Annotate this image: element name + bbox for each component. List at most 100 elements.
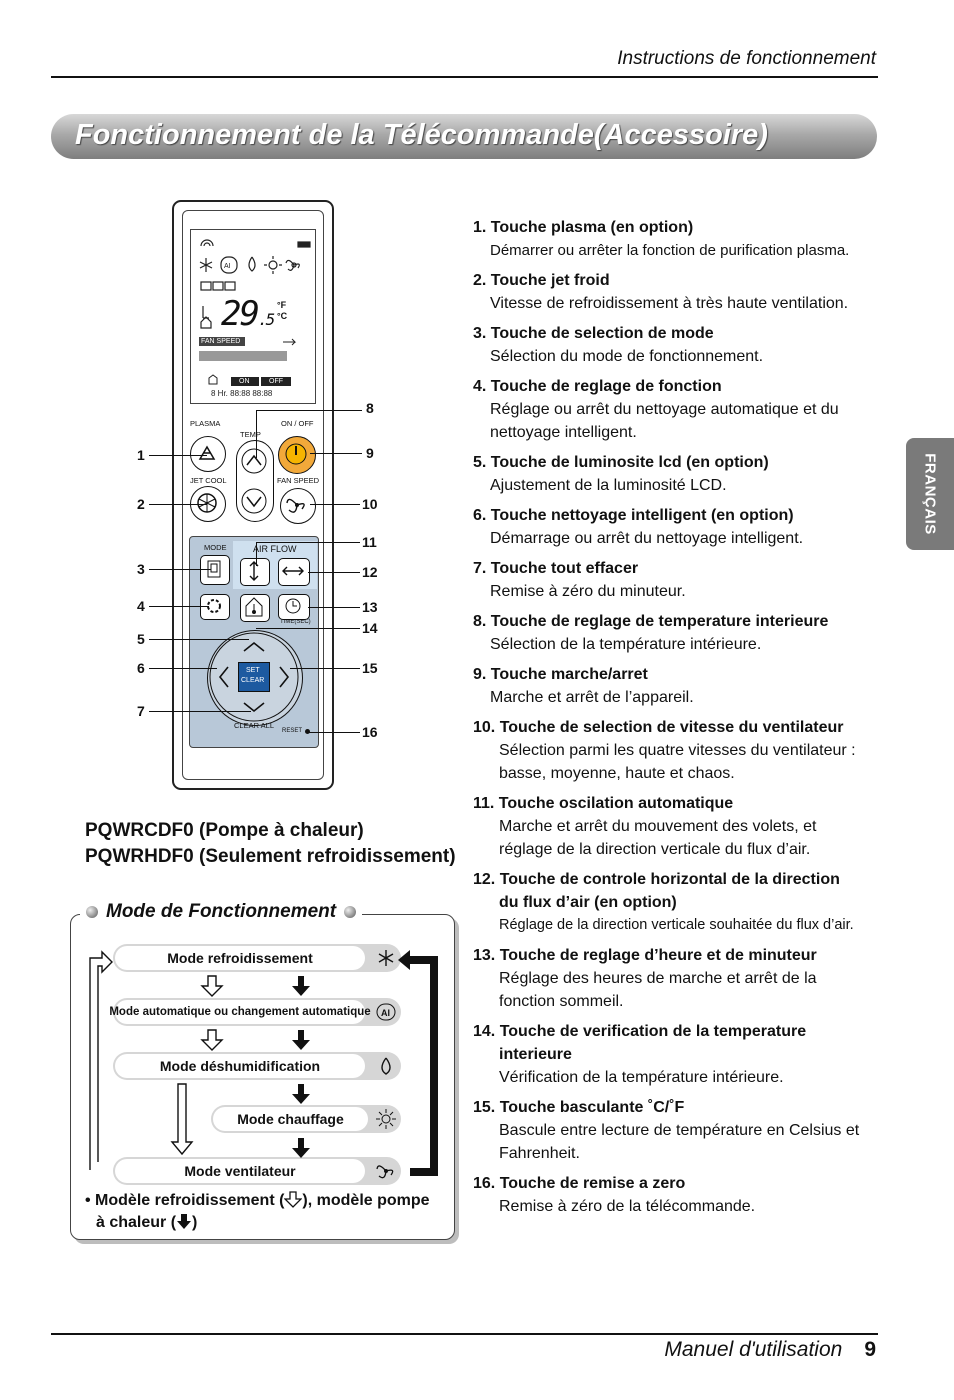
- list-item: 10. Touche de selection de vitesse du ve…: [473, 716, 873, 785]
- lcd-on-label: ON: [239, 378, 250, 385]
- note-part-a: • Modèle refroidissement (: [85, 1192, 285, 1209]
- lcd-graphics: AI 8 Hr. 88:88 88:88: [199, 239, 311, 398]
- callout-14: 14: [362, 620, 378, 636]
- leader-7: [149, 711, 251, 712]
- item-desc: Démarrer ou arrêter la fonction de purif…: [490, 242, 850, 259]
- fan-icon: [376, 1165, 394, 1179]
- sun-icon: [376, 1109, 396, 1129]
- mode-button[interactable]: [200, 555, 230, 585]
- temp-rocker[interactable]: [236, 440, 274, 522]
- label-plasma: PLASMA: [190, 419, 221, 428]
- leader-8-drop: [256, 410, 257, 458]
- item-desc: Sélection du mode de fonctionnement.: [490, 348, 764, 365]
- mode-note: • Modèle refroidissement (), modèle pomp…: [85, 1190, 445, 1234]
- item-desc: Remise à zéro du minuteur.: [490, 583, 686, 600]
- label-fan-speed: FAN SPEED: [277, 476, 320, 485]
- model-line-2: PQWRHDF0 (Seulement refroidissement): [85, 846, 456, 867]
- leader-12: [308, 572, 360, 573]
- leader-1: [149, 455, 207, 456]
- list-item: 1. Touche plasma (en option) Démarrer ou …: [473, 216, 873, 262]
- label-jet-cool: JET COOL: [190, 476, 227, 485]
- leader-13: [308, 607, 360, 608]
- label-air-flow: AIR FLOW: [253, 544, 297, 554]
- remote-inner-frame: [182, 210, 324, 780]
- lcd-unit-c: °C: [277, 311, 288, 321]
- vertical-swing-button[interactable]: [240, 558, 270, 586]
- leader-10: [310, 504, 360, 505]
- power-icon: [285, 443, 307, 465]
- outline-arrow-icon: [283, 1191, 303, 1208]
- footer-rule: [51, 1333, 878, 1335]
- header-rule: [51, 76, 878, 78]
- leader-11: [256, 542, 360, 543]
- mode-auto-label: Mode automatique ou changement automatiq…: [109, 1000, 371, 1024]
- function-button[interactable]: [200, 594, 230, 620]
- item-title: 9. Touche marche/arret: [473, 666, 648, 683]
- drop-icon: [381, 1057, 391, 1075]
- page-title: Fonctionnement de la Télécommande(Access…: [75, 119, 768, 151]
- callout-15: 15: [362, 660, 378, 676]
- label-time: TIME(SEC): [280, 619, 311, 625]
- mode-dry: Mode déshumidification: [113, 1052, 401, 1080]
- leader-8: [256, 410, 362, 411]
- mode-dry-label: Mode déshumidification: [115, 1054, 365, 1078]
- plasma-icon: [198, 445, 216, 460]
- plasma-button[interactable]: [190, 436, 226, 472]
- label-on-off: ON / OFF: [281, 419, 314, 428]
- lcd-unit-f: °F: [277, 300, 287, 310]
- leftright-arrow-icon: [282, 566, 304, 576]
- list-item: 8. Touche de reglage de temperature inte…: [473, 610, 873, 656]
- lcd-fan-speed-label: FAN SPEED: [201, 338, 241, 345]
- item-title: 12. Touche de controle horizontal de la …: [473, 871, 840, 888]
- item-desc: Réglage de la direction verticale souhai…: [499, 917, 854, 933]
- item-desc: Sélection de la température intérieure.: [490, 636, 762, 653]
- item-title: 6. Touche nettoyage intelligent (en opti…: [473, 507, 794, 524]
- leader-16: [308, 732, 360, 733]
- item-title: 4. Touche de reglage de fonction: [473, 378, 722, 395]
- on-off-button[interactable]: [278, 436, 316, 474]
- list-item: 6. Touche nettoyage intelligent (en opti…: [473, 504, 873, 550]
- item-title-cont: interieure: [499, 1046, 572, 1063]
- list-item: 12. Touche de controle horizontal de la …: [473, 868, 873, 937]
- bullet-ball-icon: [344, 906, 357, 918]
- leader-5: [149, 639, 249, 640]
- label-reset: RESET: [282, 728, 303, 734]
- model-line-1: PQWRCDF0 (Pompe à chaleur): [85, 820, 364, 841]
- item-title: 11. Touche oscilation automatique: [473, 795, 734, 812]
- fan-speed-button[interactable]: [280, 488, 316, 524]
- item-title: 10. Touche de selection de vitesse du ve…: [473, 719, 844, 736]
- leader-6: [149, 668, 217, 669]
- callout-10: 10: [362, 496, 378, 512]
- room-temp-check-button[interactable]: [240, 594, 270, 622]
- snowflake-icon: [378, 950, 394, 966]
- label-clear-all: CLEAR ALL: [234, 721, 275, 730]
- item-title: 1. Touche plasma (en option): [473, 219, 694, 236]
- timer-button[interactable]: [278, 594, 310, 620]
- item-title: 3. Touche de selection de mode: [473, 325, 714, 342]
- item-title: 13. Touche de reglage d’heure et de minu…: [473, 947, 817, 964]
- mode-fan: Mode ventilateur: [113, 1157, 401, 1185]
- horizontal-swing-button[interactable]: [278, 558, 310, 586]
- callout-7: 7: [137, 703, 145, 719]
- solid-arrow-icon: [177, 1214, 192, 1229]
- leader-3: [149, 569, 211, 570]
- set-clear-button[interactable]: SET CLEAR: [238, 662, 270, 692]
- svg-text:AI: AI: [224, 263, 231, 270]
- callout-1: 1: [137, 447, 145, 463]
- list-item: 14. Touche de verification de la tempera…: [473, 1020, 873, 1089]
- label-mode: MODE: [204, 543, 227, 552]
- item-desc: Ajustement de la luminosité LCD.: [490, 477, 727, 494]
- item-desc: Bascule entre lecture de température en …: [499, 1122, 860, 1162]
- callout-9: 9: [366, 445, 374, 461]
- mode-cooling: Mode refroidissement: [113, 944, 401, 972]
- callout-3: 3: [137, 561, 145, 577]
- lcd-display: AI 8 Hr. 88:88 88:88 29.5 °F °C FAN SPEE…: [190, 229, 316, 404]
- svg-text:AI: AI: [381, 1008, 390, 1018]
- mode-box-title-text: Mode de Fonctionnement: [106, 901, 337, 922]
- reset-button[interactable]: [305, 729, 310, 734]
- item-title-cont: du flux d’air (en option): [499, 894, 677, 911]
